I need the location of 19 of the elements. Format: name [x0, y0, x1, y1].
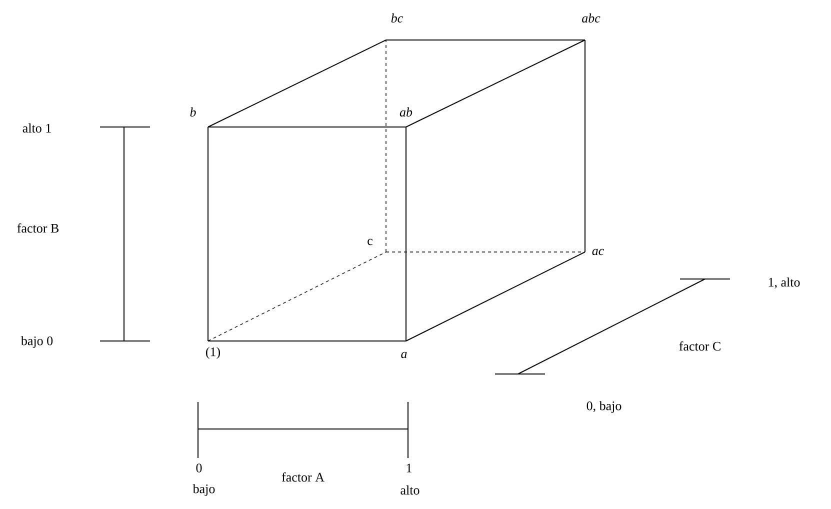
vertex-label: a — [401, 352, 407, 358]
vertex-label: abc — [582, 13, 600, 23]
vertex-label: (1) — [206, 347, 220, 359]
level-label: 0 — [196, 464, 202, 472]
level-label: 1 — [406, 464, 412, 472]
axis-label: factor A — [282, 472, 324, 482]
level-label: 0, bajo — [586, 401, 622, 413]
vertex-label: bc — [391, 13, 403, 23]
axis-label: factor B — [17, 223, 58, 233]
level-label: 1, alto — [768, 278, 800, 289]
vertex-label: c — [368, 238, 372, 246]
level-label: alto — [400, 485, 420, 495]
level-label: bajo 0 — [20, 336, 53, 348]
level-label: bajo — [192, 484, 215, 496]
level-label: alto 1 — [22, 123, 51, 133]
vertex-label: ac — [592, 248, 604, 256]
vertex-label: ab — [400, 107, 412, 117]
axis-label: factor C — [679, 341, 720, 351]
vertex-label: b — [190, 107, 196, 117]
